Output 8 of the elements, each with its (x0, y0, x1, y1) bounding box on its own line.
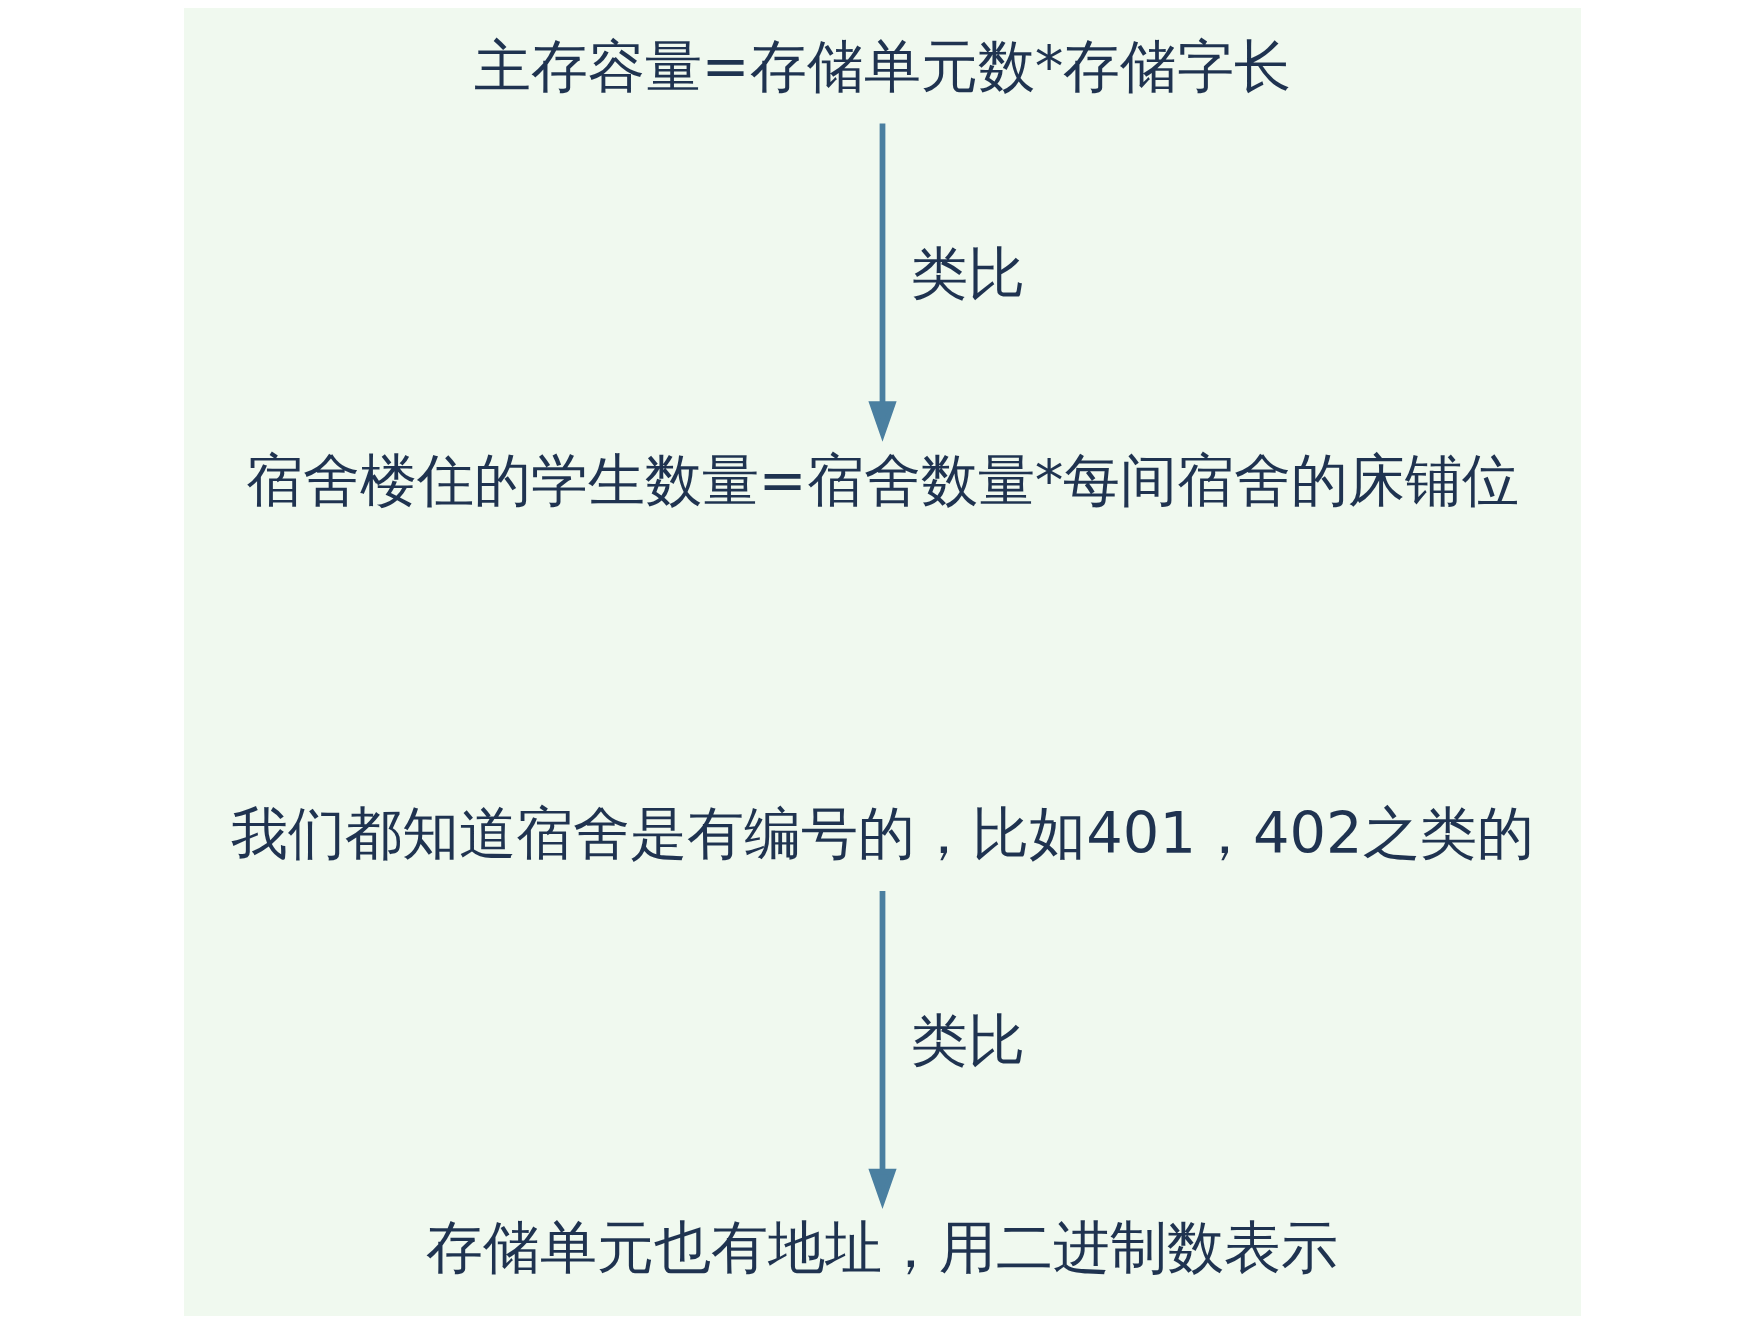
edge-label: 类比 (910, 1007, 1025, 1075)
node-text: 存储单元也有地址，用二进制数表示 (426, 1214, 1338, 1282)
node-text: 主存容量=存储单元数*存储字长 (473, 32, 1291, 100)
node-text: 我们都知道宿舍是有编号的，比如401，402之类的 (230, 800, 1534, 868)
node-text: 宿舍楼住的学生数量=宿舍数量*每间宿舍的床铺位 (245, 446, 1519, 514)
arrow (867, 890, 897, 1210)
edge-label: 类比 (910, 239, 1025, 307)
arrow (867, 123, 897, 442)
